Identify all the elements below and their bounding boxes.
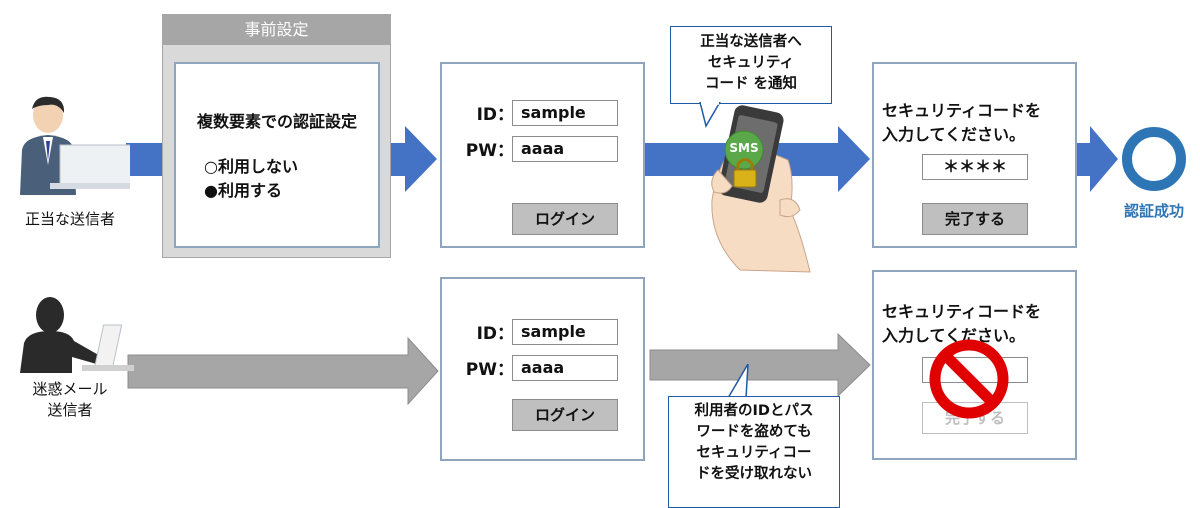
legit-sender-icon — [20, 96, 130, 195]
blocked-callout-tail — [726, 364, 749, 399]
spam-sender-icon — [20, 297, 134, 373]
pw-field[interactable]: aaaa — [512, 355, 618, 381]
sms-notice-line1: 正当な送信者へ — [700, 34, 802, 50]
success-label: 認証成功 — [1123, 202, 1184, 220]
spam-sender-label-line1: 迷惑メール — [32, 380, 108, 398]
blocked-notice-line4: ドを受け取れない — [696, 466, 812, 482]
code-prompt-line1: セキュリティコードを — [882, 101, 1042, 120]
sms-notice-line2: セキュリティ — [707, 55, 795, 71]
spam-sender-label: 迷惑メール 送信者 — [0, 379, 140, 421]
id-field[interactable]: sample — [512, 100, 618, 126]
pw-field[interactable]: aaaa — [512, 136, 618, 162]
pw-label: PW： — [465, 360, 514, 380]
code-prompt: セキュリティコードを 入力してください。 — [882, 300, 1041, 348]
login-button[interactable]: ログイン — [512, 203, 618, 235]
presetting-title: 複数要素での認証設定 — [196, 112, 357, 131]
smartphone-hand-icon — [711, 105, 811, 273]
legit-sender-label: 正当な送信者 — [24, 210, 115, 228]
option-not-use[interactable]: ○利用しない — [204, 157, 298, 176]
security-code-field[interactable]: ＊＊＊＊ — [922, 154, 1028, 180]
blocked-notice-line3: セキュリティコー — [696, 445, 812, 461]
spam-sender-label-line2: 送信者 — [47, 401, 93, 419]
prohibited-icon — [929, 339, 1009, 419]
login-button[interactable]: ログイン — [512, 399, 618, 431]
flow-arrow-4 — [1077, 126, 1118, 192]
sms-callout-tail — [699, 102, 721, 128]
blocked-arrow-1 — [127, 336, 439, 406]
id-label: ID： — [476, 105, 514, 125]
blocked-notice-callout: 利用者のIDとパス ワードを盗めても セキュリティコー ドを受け取れない — [668, 396, 840, 508]
blocked-notice-line1: 利用者のIDとパス — [694, 403, 814, 419]
pw-label: PW： — [465, 141, 514, 161]
sms-notice-line3: コード を通知 — [704, 76, 798, 92]
blocked-notice-line2: ワードを盗めても — [696, 424, 812, 440]
flow-arrow-2 — [380, 126, 437, 192]
login-panel-top: ID： sample PW： aaaa ログイン — [440, 62, 645, 248]
login-panel-bottom: ID： sample PW： aaaa ログイン — [440, 277, 645, 461]
option-use[interactable]: ●利用する — [204, 181, 282, 200]
security-code-panel-top: セキュリティコードを 入力してください。 ＊＊＊＊ 完了する — [872, 62, 1077, 248]
sms-badge-label: SMS — [729, 141, 759, 155]
presetting-panel: 複数要素での認証設定 ○利用しない ●利用する — [174, 62, 380, 248]
blocked-arrow-2 — [649, 332, 871, 398]
id-label: ID： — [476, 324, 514, 344]
presetting-header: 事前設定 — [163, 15, 390, 45]
code-prompt-line2: 入力してください。 — [882, 326, 1026, 345]
code-prompt-line1: セキュリティコードを — [882, 302, 1042, 321]
sms-notice-callout: 正当な送信者へ セキュリティ コード を通知 — [670, 26, 832, 104]
complete-button[interactable]: 完了する — [922, 203, 1028, 235]
id-field[interactable]: sample — [512, 319, 618, 345]
code-prompt-line2: 入力してください。 — [882, 125, 1026, 144]
code-prompt: セキュリティコードを 入力してください。 — [882, 99, 1041, 147]
success-circle-icon — [1122, 127, 1186, 191]
